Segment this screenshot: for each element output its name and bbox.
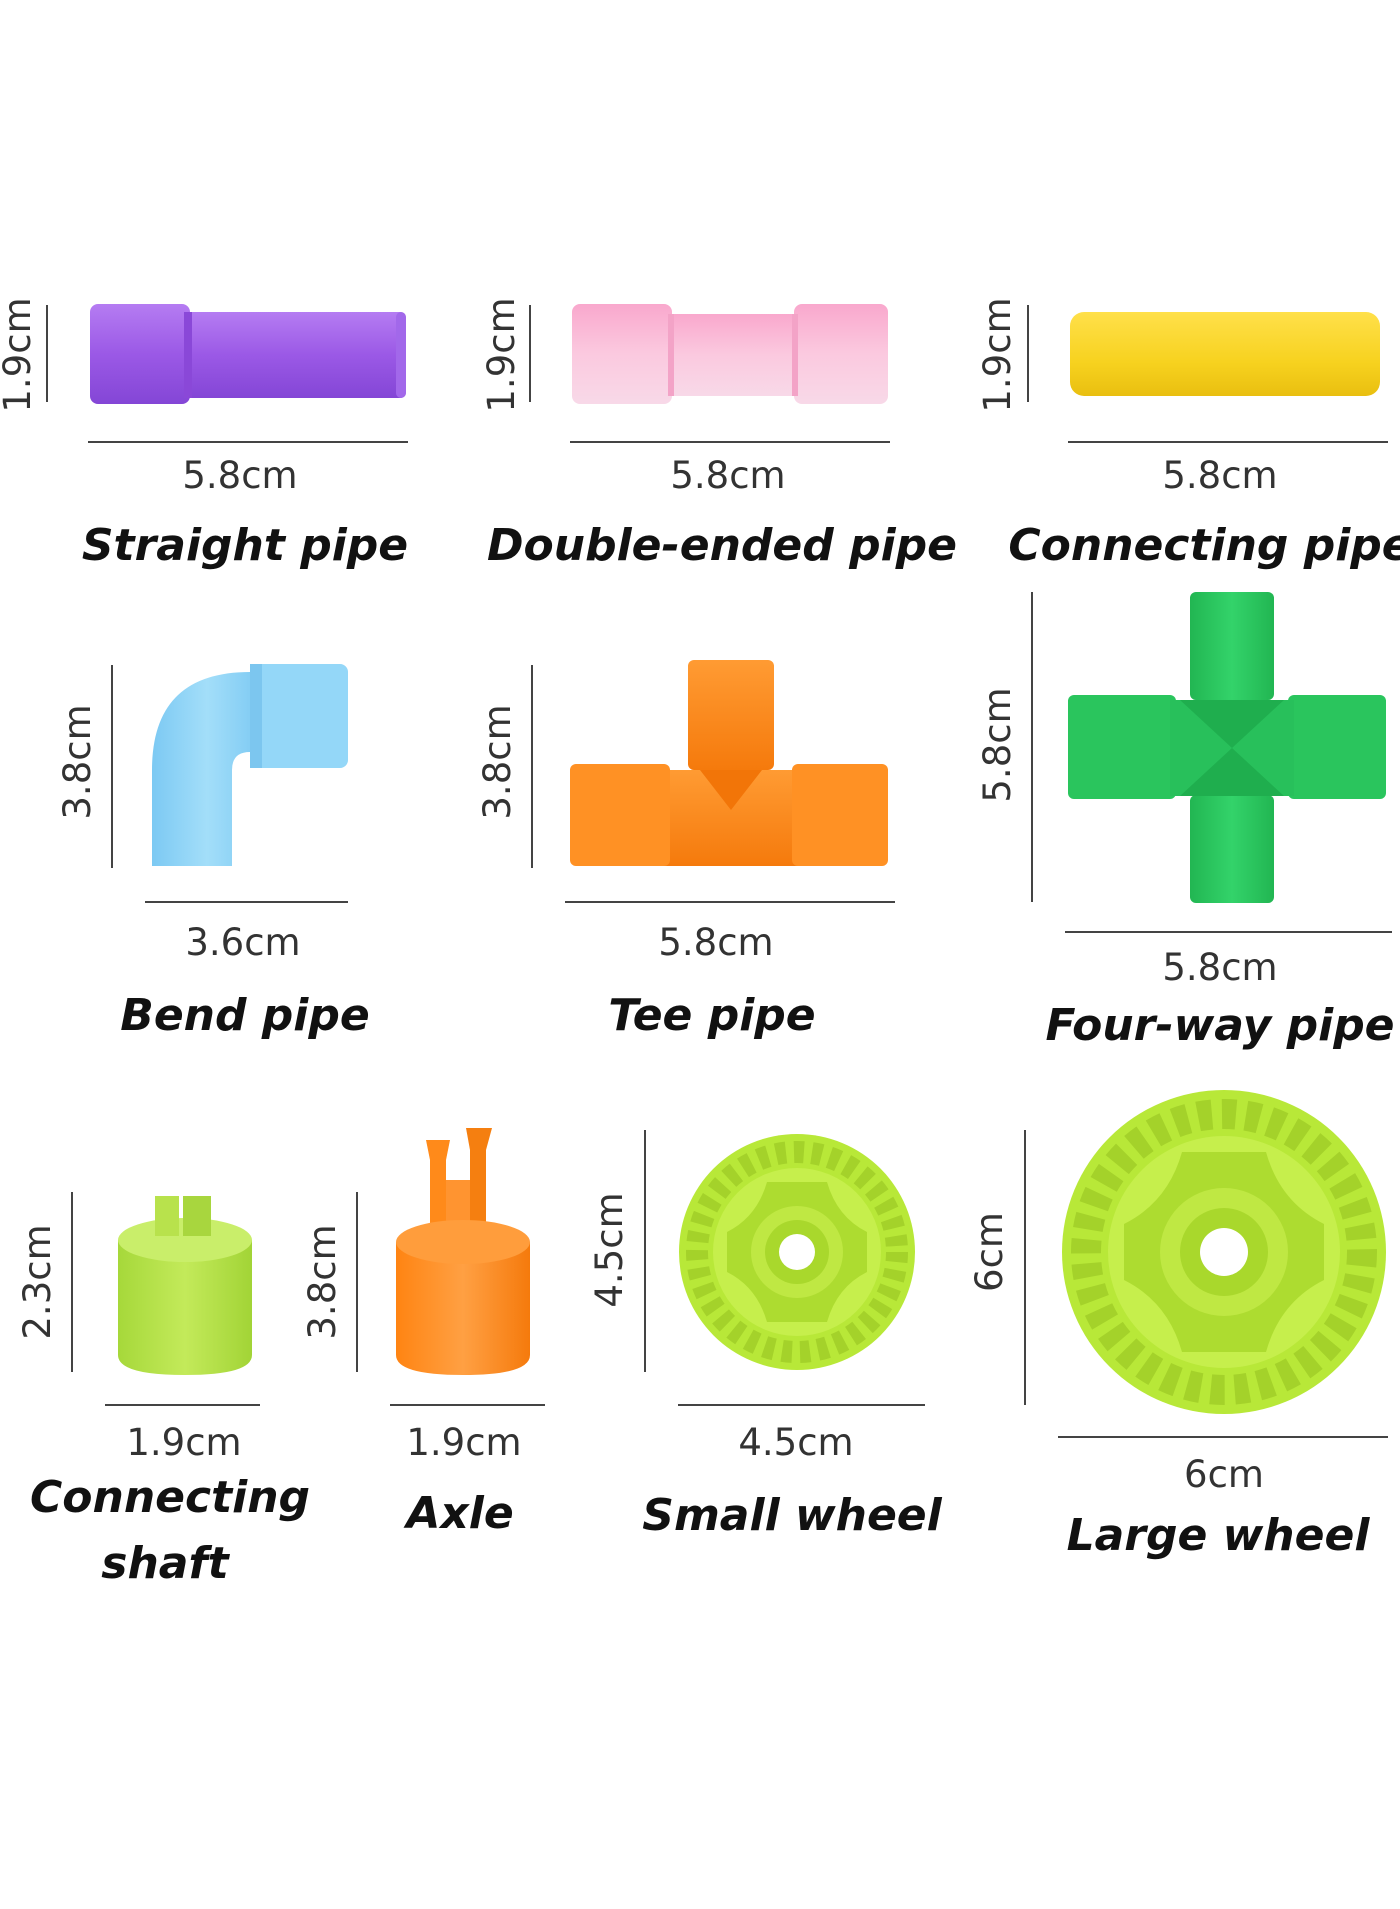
- connecting-pipe: 1.9cm 5.8cm Connecting pipe: [976, 297, 1400, 571]
- tee-pipe-label: Tee pipe: [608, 990, 815, 1041]
- connecting-shaft-height: 2.3cm: [16, 1224, 59, 1339]
- double-ended-pipe: 1.9cm 5.8cm Double-ended pipe: [480, 297, 957, 571]
- four-way-pipe-shape: [1068, 592, 1386, 903]
- bend-pipe-height: 3.8cm: [56, 704, 99, 819]
- connecting-shaft-shape: [118, 1196, 252, 1375]
- bend-pipe-shape: [152, 664, 348, 866]
- double-ended-pipe-height: 1.9cm: [480, 297, 523, 412]
- connecting-shaft-label-line2: shaft: [101, 1538, 230, 1589]
- large-wheel: 6cm 6cm Large wheel: [968, 1090, 1388, 1561]
- axle: 3.8cm 1.9cm Axle: [301, 1128, 545, 1539]
- double-ended-pipe-width: 5.8cm: [670, 454, 785, 497]
- tee-pipe-width: 5.8cm: [658, 921, 773, 964]
- straight-pipe-shape: [90, 304, 406, 404]
- double-ended-pipe-label: Double-ended pipe: [487, 520, 957, 571]
- connecting-pipe-shape: [1070, 312, 1380, 396]
- tee-pipe-shape: [570, 660, 888, 866]
- four-way-pipe: 5.8cm 5.8cm Four-way pipe: [976, 592, 1395, 1051]
- bend-pipe-width: 3.6cm: [185, 921, 300, 964]
- connecting-shaft: 2.3cm 1.9cm Connecting shaft: [16, 1192, 310, 1589]
- four-way-pipe-width: 5.8cm: [1162, 946, 1277, 989]
- tee-pipe: 3.8cm 5.8cm Tee pipe: [476, 660, 895, 1041]
- straight-pipe-label: Straight pipe: [82, 520, 408, 571]
- connecting-shaft-width: 1.9cm: [126, 1421, 241, 1464]
- four-way-pipe-height: 5.8cm: [976, 687, 1019, 802]
- axle-width: 1.9cm: [406, 1421, 521, 1464]
- straight-pipe: 1.9cm 5.8cm Straight pipe: [0, 297, 408, 571]
- bend-pipe: 3.8cm 3.6cm Bend pipe: [56, 664, 370, 1041]
- axle-label: Axle: [403, 1488, 513, 1539]
- small-wheel-label: Small wheel: [642, 1490, 942, 1541]
- connecting-pipe-height: 1.9cm: [976, 297, 1019, 412]
- double-ended-pipe-shape: [572, 304, 888, 404]
- large-wheel-width: 6cm: [1184, 1453, 1264, 1496]
- connecting-shaft-label-line1: Connecting: [30, 1472, 310, 1523]
- large-wheel-height: 6cm: [968, 1212, 1011, 1292]
- axle-height: 3.8cm: [301, 1224, 344, 1339]
- tee-pipe-height: 3.8cm: [476, 704, 519, 819]
- axle-shape: [396, 1128, 530, 1375]
- small-wheel-width: 4.5cm: [738, 1421, 853, 1464]
- connecting-pipe-width: 5.8cm: [1162, 454, 1277, 497]
- bend-pipe-label: Bend pipe: [120, 990, 369, 1041]
- small-wheel: 4.5cm 4.5cm Small wheel: [588, 1130, 943, 1541]
- large-wheel-label: Large wheel: [1067, 1510, 1371, 1561]
- four-way-pipe-label: Four-way pipe: [1045, 1000, 1394, 1051]
- large-wheel-shape: [1062, 1090, 1386, 1414]
- straight-pipe-height: 1.9cm: [0, 297, 39, 412]
- straight-pipe-width: 5.8cm: [182, 454, 297, 497]
- small-wheel-shape: [679, 1134, 915, 1370]
- small-wheel-height: 4.5cm: [588, 1192, 631, 1307]
- connecting-pipe-label: Connecting pipe: [1008, 520, 1400, 571]
